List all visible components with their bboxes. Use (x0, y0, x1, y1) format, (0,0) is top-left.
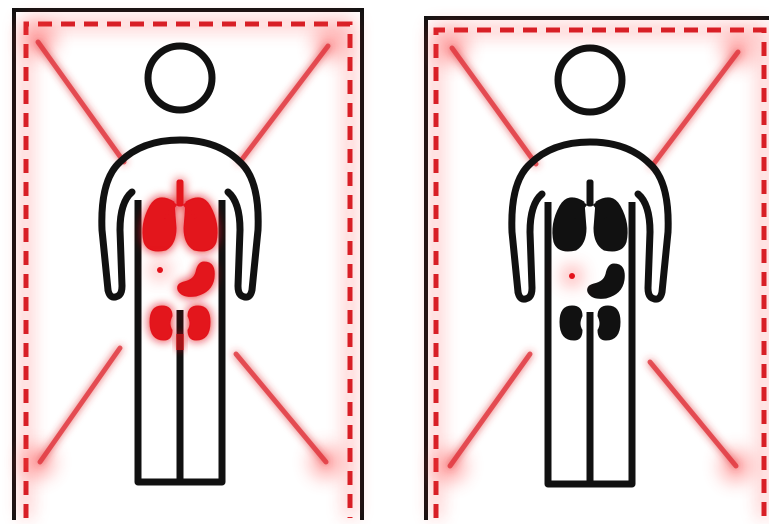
body-scanner-diagram (0, 0, 769, 524)
